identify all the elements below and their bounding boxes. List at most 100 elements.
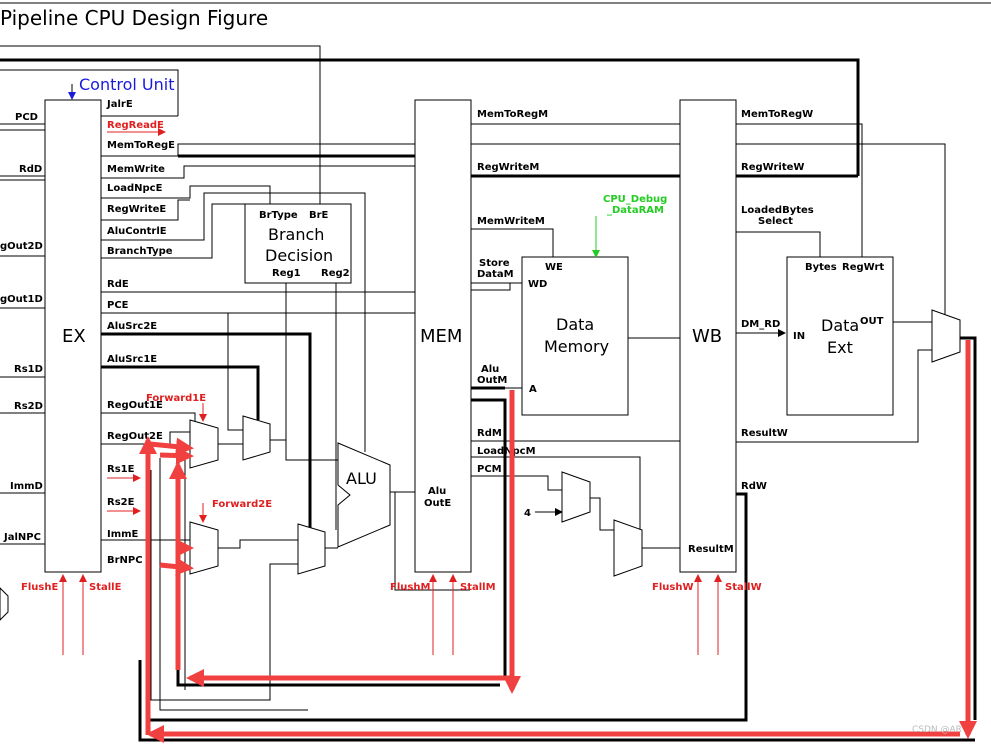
alu-label: ALU [346, 469, 377, 488]
forward2e-label: Forward2E [212, 499, 272, 510]
alusrc1-mux [242, 415, 271, 461]
rde-label: RdE [107, 279, 129, 290]
regreade-label: RegReadE [107, 120, 164, 131]
aluoutm-label-1: Alu [481, 364, 499, 375]
alusrc2-mux [297, 523, 326, 575]
regwritem-label: RegWriteM [477, 162, 539, 173]
forwarding-red-arrows [139, 340, 977, 743]
we-label: WE [545, 262, 563, 273]
data-ext-title-1: Data [821, 316, 859, 335]
wb-stage-wires [150, 123, 946, 722]
storedatam-label-1: Store [479, 258, 510, 269]
memtoregm-label: MemToRegM [477, 109, 548, 120]
pcd-label: PCD [15, 112, 38, 123]
diagram-title: Pipeline CPU Design Figure [0, 6, 268, 30]
alu [337, 442, 391, 548]
forward2-mux [189, 521, 219, 575]
brnpc-label: BrNPC [107, 555, 143, 566]
data-memory-title-2: Memory [544, 337, 609, 356]
cpu-debug-label-1: CPU_Debug [603, 194, 667, 205]
loadedbytes-label-1: LoadedBytes [741, 205, 814, 216]
ex-input-wires [0, 123, 45, 545]
regout1d-label: gOut1D [0, 294, 43, 305]
resultm-label: ResultM [688, 544, 734, 555]
rs1d-label: Rs1D [14, 364, 43, 375]
decision-title: Decision [265, 246, 333, 265]
in-label: IN [793, 331, 805, 342]
aluoute-label-1: Alu [428, 486, 446, 497]
data-ext-unit [786, 256, 894, 416]
storedatam-label-2: DataM [477, 269, 514, 280]
outer-wires [0, 45, 860, 208]
dm-rd-label: DM_RD [741, 319, 780, 330]
wb-label: WB [692, 326, 722, 347]
result-mux [613, 519, 643, 577]
mem-label: MEM [420, 326, 462, 347]
regout2e-label: RegOut2E [107, 431, 163, 442]
stallw-label: StallW [725, 582, 762, 593]
rdw-label: RdW [741, 481, 767, 492]
pc-plus-4-adder [561, 471, 591, 523]
a-label: A [529, 384, 537, 395]
rdm-label: RdM [477, 428, 502, 439]
data-memory-title-1: Data [556, 315, 594, 334]
loadedbytes-label-2: Select [758, 216, 793, 227]
final-result-mux [931, 309, 961, 363]
alu-path-wires [218, 283, 470, 591]
left-mux [0, 587, 9, 621]
wd-label: WD [528, 279, 547, 290]
jalnpc-label: JalNPC [3, 532, 41, 543]
rdd-label: RdD [19, 164, 42, 175]
bre-label: BrE [309, 210, 329, 221]
memwrite-label: MemWrite [107, 164, 165, 175]
brtype-label: BrType [259, 210, 298, 221]
forward1e-label: Forward1E [146, 393, 206, 404]
aluoute-label-2: OutE [424, 498, 451, 509]
bytes-label: Bytes [805, 262, 837, 273]
alusrc2e-label: AluSrc2E [107, 321, 157, 332]
stallm-label: StallM [460, 582, 496, 593]
regout2d-label: gOut2D [0, 241, 43, 252]
pcm-label: PCM [477, 464, 502, 475]
mem-pipeline-register [414, 99, 472, 573]
watermark-text: CSDN @AR [912, 725, 962, 735]
reg1-label: Reg1 [272, 268, 301, 279]
mem-stage-wires [471, 123, 680, 549]
data-ext-title-2: Ext [827, 338, 853, 357]
regout1e-label: RegOut1E [107, 400, 163, 411]
regwritee-label: RegWriteE [107, 204, 166, 215]
rs2d-label: Rs2D [14, 401, 43, 412]
branchtype-label: BranchType [107, 246, 173, 257]
alusrc1e-label: AluSrc1E [107, 354, 157, 365]
flush-stall-signals: FlushE StallE FlushM StallM FlushW Stall… [21, 574, 762, 655]
rs1e-label: Rs1E [107, 464, 135, 475]
immd-label: ImmD [10, 481, 43, 492]
jalre-label: JalrE [106, 99, 133, 110]
wb-pipeline-register [679, 99, 737, 573]
memtoregw-label: MemToRegW [741, 109, 813, 120]
regwrt-label: RegWrt [842, 262, 884, 273]
flushe-label: FlushE [21, 582, 58, 593]
imme-label: ImmE [107, 529, 139, 540]
reg2-label: Reg2 [321, 268, 350, 279]
rs2e-label: Rs2E [107, 497, 135, 508]
control-unit-label: Control Unit [79, 75, 175, 94]
four-label: 4 [524, 508, 531, 519]
data-memory [521, 256, 629, 416]
memtorege-label: MemToRegE [107, 140, 175, 151]
out-label: OUT [860, 316, 884, 327]
flushw-label: FlushW [652, 582, 693, 593]
forward1-mux [189, 419, 219, 469]
aluctrle-label: AluContrlE [107, 226, 167, 237]
loadnpce-label: LoadNpcE [107, 183, 163, 194]
branch-decision-unit [244, 203, 352, 284]
branch-title: Branch [268, 225, 324, 244]
flushm-label: FlushM [390, 582, 430, 593]
regwritew-label: RegWriteW [741, 162, 804, 173]
ex-pipeline-register [44, 99, 102, 573]
ex-label: EX [62, 326, 86, 347]
memwritem-label: MemWriteM [477, 216, 545, 227]
stalle-label: StallE [89, 582, 122, 593]
pce-label: PCE [107, 300, 129, 311]
